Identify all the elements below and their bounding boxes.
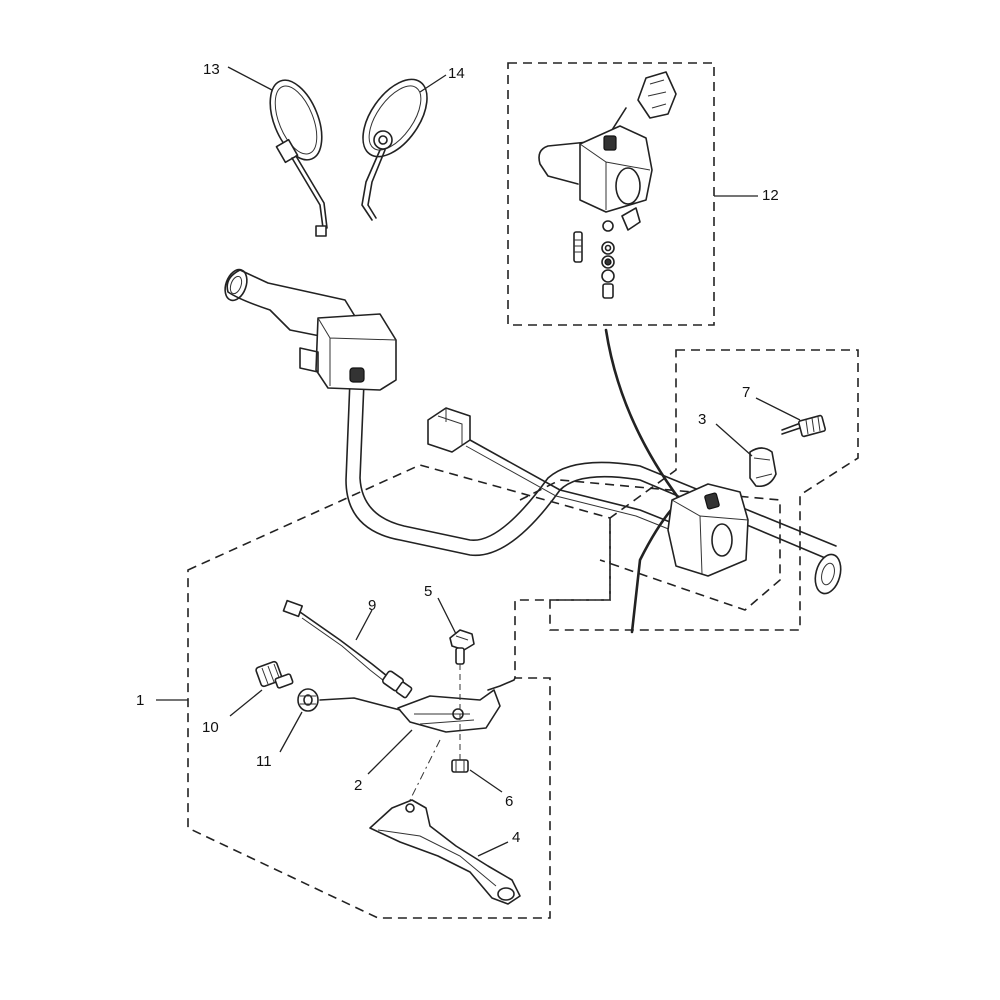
- bolt-5: [449, 629, 475, 665]
- switch-assembly-12: [538, 71, 677, 299]
- lever-axis: [409, 739, 441, 801]
- right-switch-housing: [667, 483, 749, 577]
- callout-9: 9: [368, 597, 376, 614]
- callout-1: 1: [136, 692, 144, 709]
- handlebar: [224, 268, 842, 595]
- clamp-3: [749, 447, 777, 488]
- callout-12: 12: [762, 187, 779, 204]
- nut-6: [451, 759, 469, 773]
- handlebar-switch-assembly-boundary: [549, 349, 859, 631]
- inner-dashed-link: [519, 479, 781, 611]
- callout-6: 6: [505, 793, 513, 810]
- adjuster-10: [255, 660, 294, 689]
- leader-lines: [156, 66, 801, 857]
- switch-cable: [604, 328, 682, 634]
- callout-11: 11: [256, 753, 272, 770]
- mirror-right-14: [361, 78, 428, 221]
- callout-10: 10: [202, 719, 219, 736]
- mirror-left-13: [269, 79, 328, 237]
- callout-13: 13: [203, 61, 220, 78]
- callout-14: 14: [448, 65, 465, 82]
- callout-5: 5: [424, 583, 432, 600]
- locknut-11: [297, 688, 319, 712]
- wiring-harness: [427, 407, 691, 537]
- clutch-lever-4: [369, 799, 521, 905]
- cable-switch-9: [282, 599, 413, 699]
- callout-7: 7: [742, 384, 750, 401]
- callout-3: 3: [698, 411, 706, 428]
- bracket-2: [319, 677, 516, 733]
- callout-2: 2: [354, 777, 362, 794]
- callout-4: 4: [512, 829, 520, 846]
- screw-7: [781, 414, 827, 438]
- switch-assembly-12-boundary: [507, 62, 715, 326]
- callout-labels: 13 14 12 7 3 5 9 1 10 11 2 6 4: [136, 61, 779, 846]
